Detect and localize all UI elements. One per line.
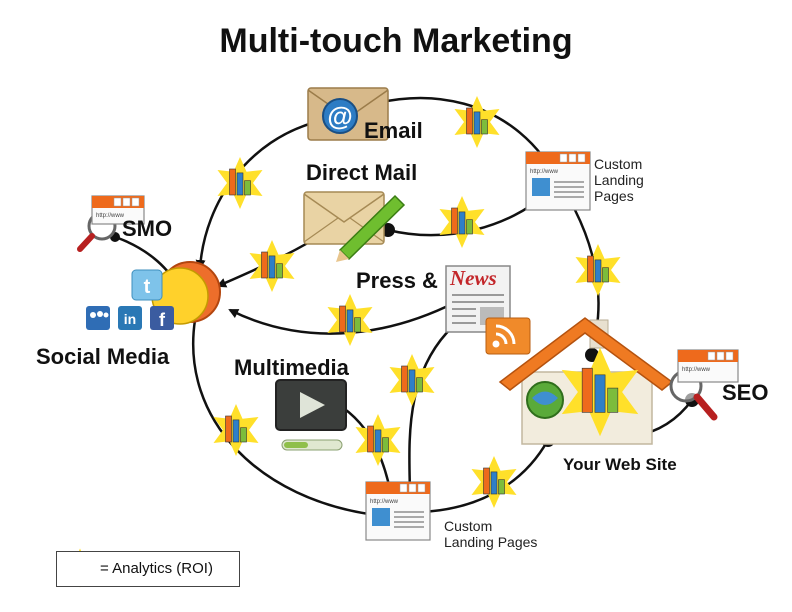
- label-custom-landing-bottom: Custom Landing Pages: [444, 518, 537, 550]
- analytics-star-icon: [454, 96, 500, 148]
- pencil-icon: [336, 194, 406, 262]
- social-media-figure-icon: [151, 261, 221, 325]
- browser-window-icon: http://www: [91, 195, 145, 225]
- label-line: Custom: [444, 518, 493, 534]
- browser-window-icon: http://www: [365, 481, 431, 541]
- path-press-landing-bottom: [404, 319, 461, 502]
- rss-icon: [485, 317, 531, 355]
- analytics-star-icon: [355, 414, 401, 466]
- twitter-icon: t: [131, 269, 163, 301]
- analytics-star-icon: [439, 196, 485, 248]
- label-press: Press &: [356, 268, 438, 293]
- svg-text:http://www: http://www: [530, 169, 559, 175]
- analytics-star-icon: [327, 294, 373, 346]
- analytics-star-icon: [561, 347, 639, 437]
- linkedin-icon: in: [118, 306, 142, 330]
- diagram-title: Multi-touch Marketing: [219, 22, 573, 60]
- browser-window-icon: http://www: [525, 151, 591, 211]
- svg-text:f: f: [159, 310, 166, 330]
- label-news-logo: News: [450, 266, 497, 290]
- analytics-star-icon: [249, 240, 295, 292]
- video-player-icon: [275, 379, 347, 451]
- browser-icons: http://www http://www http://www http://www: [91, 151, 739, 541]
- label-line: Pages: [594, 188, 634, 204]
- analytics-star-icon: [213, 404, 259, 456]
- path-press-social: [228, 300, 457, 335]
- label-smo: SMO: [122, 216, 173, 241]
- svg-text:http://www: http://www: [370, 499, 399, 505]
- label-seo: SEO: [722, 380, 769, 405]
- analytics-badges: [213, 96, 639, 508]
- connections: [117, 96, 694, 519]
- label-email: Email: [364, 118, 423, 143]
- label-line: Custom: [594, 156, 643, 172]
- legend-box: [56, 551, 240, 587]
- browser-window-icon: http://www: [677, 349, 739, 383]
- label-line: Landing Pages: [444, 534, 538, 550]
- analytics-star-icon: [389, 354, 435, 406]
- myspace-icon: [86, 306, 110, 330]
- svg-text:http://www: http://www: [682, 367, 711, 373]
- legend-text: = Analytics (ROI): [100, 560, 213, 577]
- svg-text:@: @: [327, 101, 352, 131]
- analytics-star-icon: [217, 157, 263, 209]
- svg-text:http://www: http://www: [96, 213, 125, 219]
- facebook-icon: f: [150, 306, 174, 330]
- svg-text:in: in: [124, 311, 136, 327]
- analytics-star-icon: [575, 244, 621, 296]
- label-your-web-site: Your Web Site: [563, 455, 677, 474]
- label-direct-mail: Direct Mail: [306, 160, 418, 185]
- email-envelope-icon: @: [307, 87, 389, 141]
- svg-text:t: t: [144, 276, 151, 298]
- analytics-star-icon: [471, 456, 517, 508]
- label-line: Landing: [594, 172, 644, 188]
- label-multimedia: Multimedia: [234, 355, 349, 380]
- newspaper-icon: [445, 265, 511, 333]
- label-custom-landing-top: Custom Landing Pages: [594, 156, 644, 204]
- label-social-media: Social Media: [36, 344, 170, 369]
